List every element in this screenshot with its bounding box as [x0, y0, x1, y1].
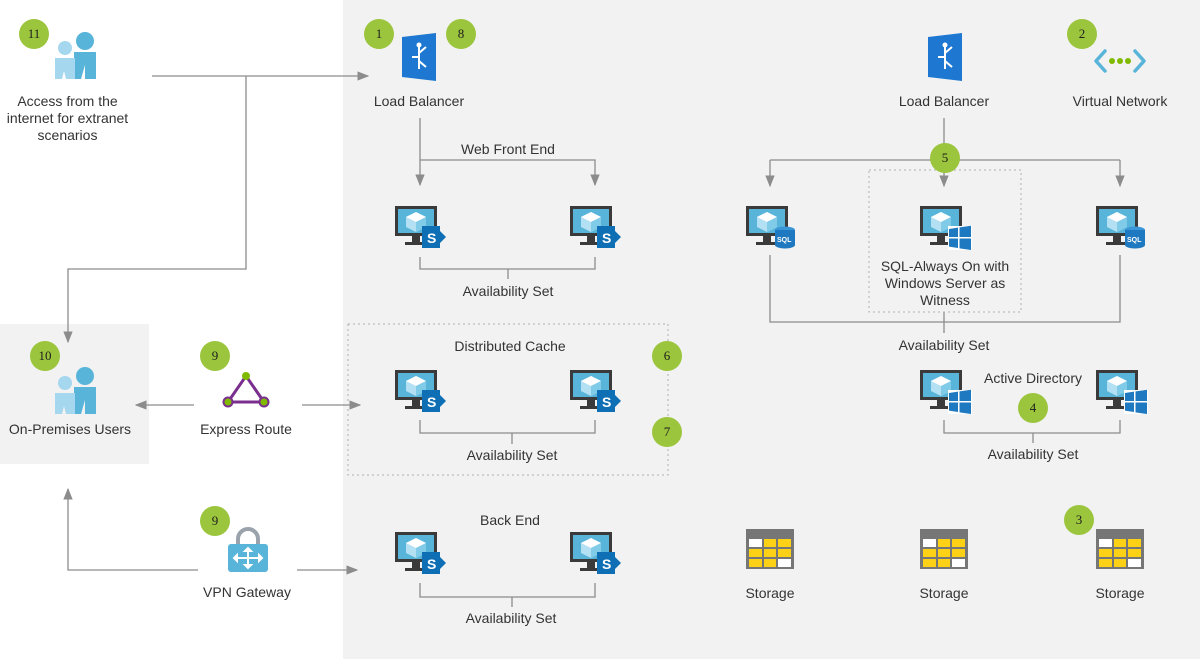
ad-availability-bracket	[943, 420, 1121, 443]
active-directory-label: Active Directory	[983, 370, 1083, 386]
storage-label-3: Storage	[1095, 585, 1145, 601]
sql-witness-label: SQL-Always On with Windows Server as Wit…	[880, 258, 1010, 308]
sql-availability-bracket	[769, 255, 1121, 333]
vpn-to-onprem-arrow	[63, 487, 198, 571]
storage-label-2: Storage	[919, 585, 969, 601]
back-end-label: Back End	[480, 512, 540, 528]
vnet-label: Virtual Network	[1072, 93, 1168, 109]
sql-availability-set-label: Availability Set	[898, 337, 990, 353]
step-badge-9-express-route: 9	[200, 341, 230, 371]
storage-icon	[1096, 529, 1144, 569]
cache-availability-bracket	[419, 420, 596, 444]
express-route-icon	[220, 372, 272, 408]
backend-availability-set-label: Availability Set	[465, 610, 557, 626]
vpn-gateway-icon	[226, 526, 270, 574]
storage-label-1: Storage	[745, 585, 795, 601]
web-availability-bracket	[419, 257, 596, 279]
sharepoint-vm-icon	[395, 204, 447, 252]
sharepoint-vm-icon	[570, 530, 622, 578]
step-badge-4: 4	[1018, 393, 1048, 423]
distributed-cache-label: Distributed Cache	[454, 338, 566, 354]
lb-web-label: Load Balancer	[373, 93, 465, 109]
step-badge-2: 2	[1067, 19, 1097, 49]
internet-users-label: Access from the internet for extranet sc…	[6, 93, 129, 143]
sql-vm-icon	[746, 204, 798, 252]
internet-to-onprem-arrow	[63, 76, 247, 344]
step-badge-9-vpn: 9	[200, 506, 230, 536]
step-badge-7: 7	[652, 417, 682, 447]
load-balancer-icon	[402, 33, 436, 81]
backend-availability-bracket	[419, 583, 596, 607]
vpn-gateway-label: VPN Gateway	[203, 584, 291, 600]
step-badge-5: 5	[930, 143, 960, 173]
step-badge-11: 11	[19, 19, 49, 49]
virtual-network-icon	[1094, 48, 1146, 74]
sharepoint-vm-icon	[395, 368, 447, 416]
sharepoint-vm-icon	[570, 368, 622, 416]
ad-availability-set-label: Availability Set	[987, 446, 1079, 462]
cache-availability-set-label: Availability Set	[466, 447, 558, 463]
users-icon	[52, 366, 100, 414]
step-badge-10: 10	[30, 341, 60, 371]
windows-vm-icon	[920, 368, 972, 416]
users-icon	[52, 31, 100, 79]
windows-vm-icon	[1096, 368, 1148, 416]
web-front-end-label: Web Front End	[461, 141, 555, 157]
storage-icon	[746, 529, 794, 569]
load-balancer-icon	[928, 33, 962, 81]
sharepoint-vm-icon	[570, 204, 622, 252]
sql-vm-icon	[1096, 204, 1148, 252]
web-availability-set-label: Availability Set	[462, 283, 554, 299]
distributed-cache-box	[347, 323, 669, 476]
express-route-label: Express Route	[200, 421, 292, 437]
step-badge-3: 3	[1064, 505, 1094, 535]
step-badge-8: 8	[446, 19, 476, 49]
storage-icon	[920, 529, 968, 569]
lb-to-web-arrow-right	[420, 159, 600, 187]
sharepoint-vm-icon	[395, 530, 447, 578]
windows-vm-icon	[920, 204, 972, 252]
onprem-users-label: On-Premises Users	[8, 421, 132, 437]
step-badge-1: 1	[364, 19, 394, 49]
step-badge-6: 6	[652, 341, 682, 371]
lb-sql-label: Load Balancer	[898, 93, 990, 109]
